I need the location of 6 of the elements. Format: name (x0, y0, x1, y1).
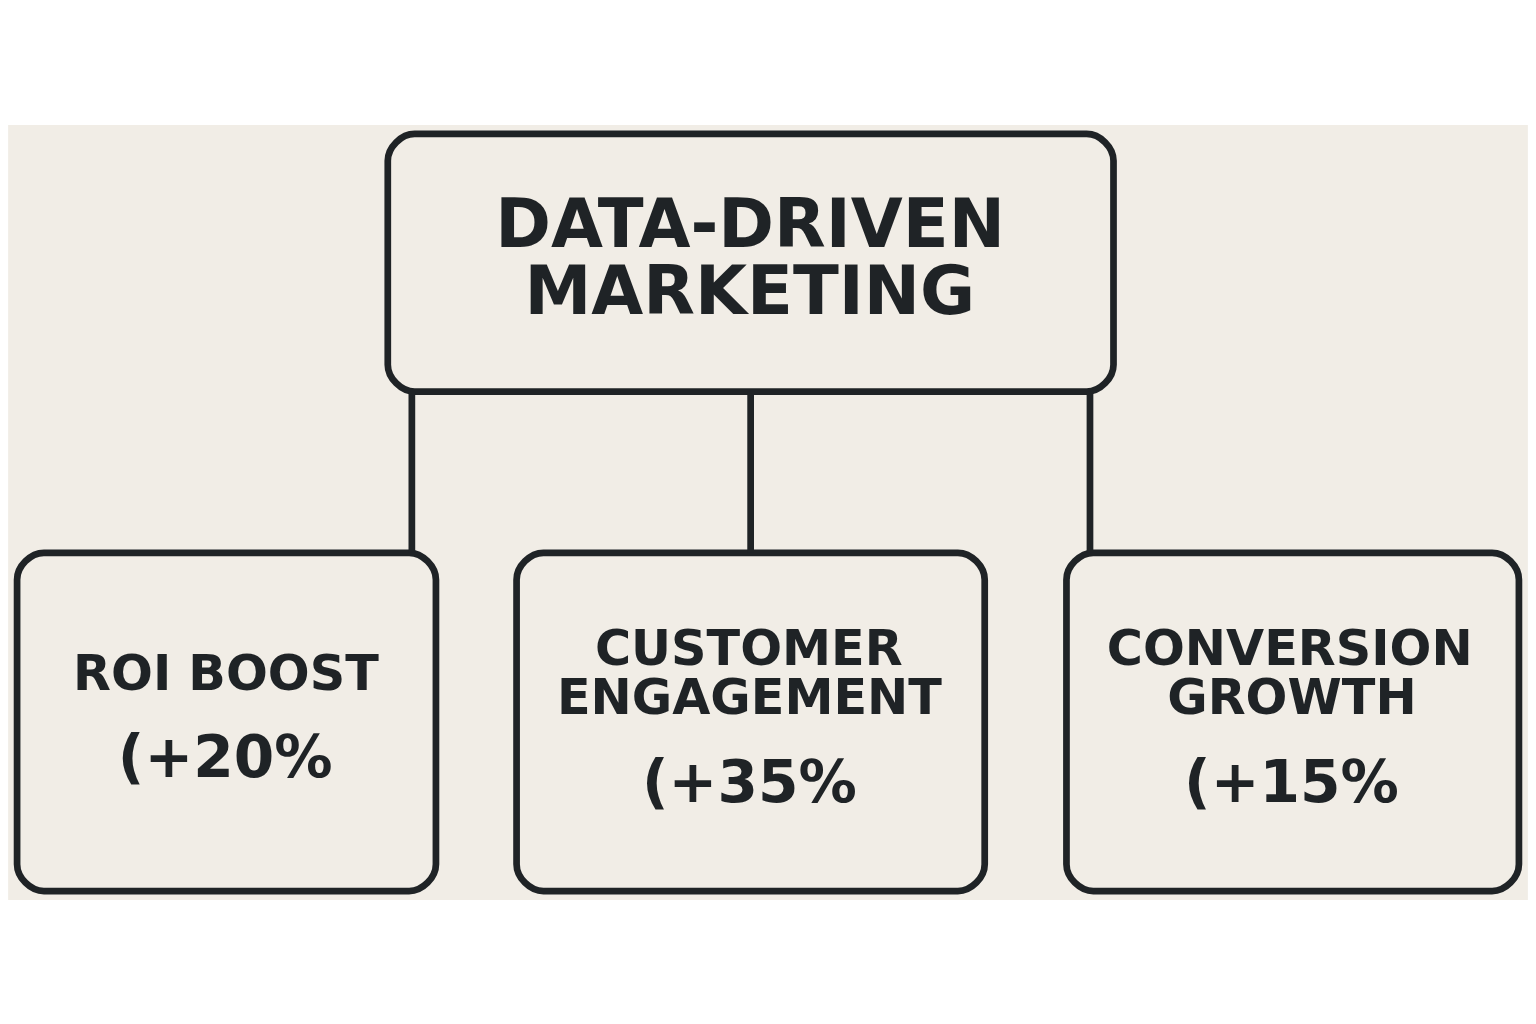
node-box: DATA-DRIVEN MARKETING (384, 130, 1117, 395)
connector (408, 391, 416, 553)
node-box: ROI BOOST (+20% (13, 548, 440, 894)
node-box: CUSTOMER ENGAGEMENT (+35% (513, 548, 989, 894)
connector (1086, 391, 1094, 553)
node-box: CONVERSION GROWTH (+15% (1063, 548, 1523, 894)
